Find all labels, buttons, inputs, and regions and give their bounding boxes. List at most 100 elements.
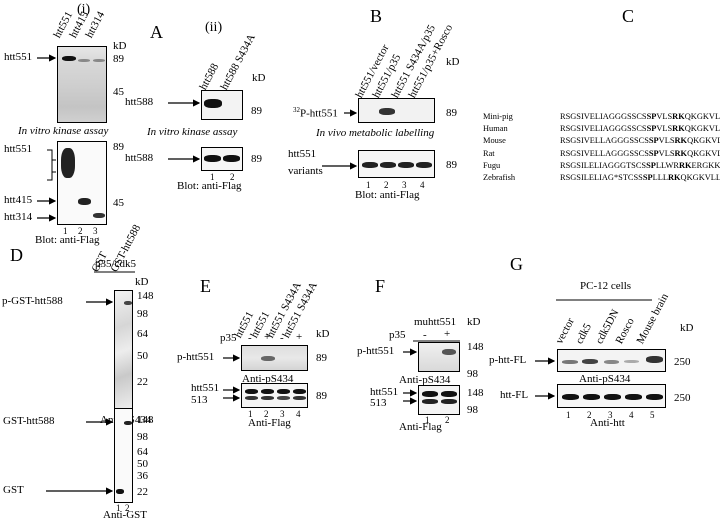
row-label-htt-fl: htt-FL bbox=[500, 389, 529, 401]
lane-number: 1 bbox=[566, 410, 571, 420]
panel-a-letter: A bbox=[150, 22, 163, 42]
kinase-assay-label-ii: In vitro kinase assay bbox=[147, 126, 238, 138]
lane-number: 3 bbox=[280, 409, 285, 419]
row-label-htt551-variants-2: variants bbox=[288, 165, 323, 177]
pc12-header: PC-12 cells bbox=[580, 280, 632, 292]
band bbox=[293, 396, 306, 400]
row-label-htt588-flag: htt588 bbox=[125, 152, 154, 164]
row-label-gst: GST bbox=[3, 484, 24, 496]
kinase-assay-label-i: In vitro kinase assay bbox=[18, 125, 109, 137]
band bbox=[422, 391, 438, 397]
kd-98: 98 bbox=[467, 404, 478, 416]
lane-number: 4 bbox=[420, 180, 425, 190]
band-p32-htt551 bbox=[379, 108, 395, 115]
sequence-row: RSGSILELIAGGGTSCSSPLLWRRKERGKKLSG bbox=[560, 160, 720, 170]
kd-label: kD bbox=[252, 72, 266, 84]
band bbox=[422, 399, 438, 404]
kd-98: 98 bbox=[467, 368, 478, 380]
p35-sign: - bbox=[280, 332, 284, 344]
row-label-p-htt551-f: p-htt551 bbox=[357, 345, 395, 357]
p35-cdk5-header: p35/cdk5 bbox=[95, 258, 136, 270]
row-label-513-f: 513 bbox=[370, 397, 387, 409]
row-label-p-htt551-e: p-htt551 bbox=[177, 351, 215, 363]
blot-g-ps434 bbox=[557, 349, 666, 372]
kd-45: 45 bbox=[113, 197, 124, 209]
species-name: Fugu bbox=[483, 160, 501, 170]
kd-89: 89 bbox=[446, 107, 457, 119]
kd-22: 22 bbox=[137, 486, 148, 498]
kd-148: 148 bbox=[137, 414, 154, 426]
band-htt415-flag bbox=[78, 198, 91, 205]
kd-64: 64 bbox=[137, 446, 148, 458]
panel-b-letter: B bbox=[370, 6, 383, 26]
sequence-row: RSGSIVELLAGGGSSCSSPVLSRKQKGKVLLG bbox=[560, 148, 720, 158]
band bbox=[624, 360, 639, 363]
kd-250: 250 bbox=[674, 392, 691, 404]
row-label-gst-htt588: GST-htt588 bbox=[3, 415, 55, 427]
sequence-row: RSGSILELIAG*STCSSSPLLLRKQKGKVLLSG bbox=[560, 173, 720, 183]
band bbox=[646, 356, 663, 363]
kd-148: 148 bbox=[467, 341, 484, 353]
kd-98: 98 bbox=[137, 431, 148, 443]
sequence-alignment: RSGSIVELIAGGGSSCSSPVLSRKQKGKVLLG RSGSIVE… bbox=[560, 111, 720, 184]
band bbox=[277, 396, 290, 400]
band bbox=[625, 394, 642, 400]
band bbox=[582, 359, 598, 364]
blot-d-gst bbox=[114, 408, 133, 503]
blot-f-flag bbox=[418, 385, 460, 415]
row-label-htt415: htt415 bbox=[4, 194, 33, 206]
band bbox=[416, 162, 432, 168]
lane-number: 4 bbox=[296, 409, 301, 419]
kd-36: 36 bbox=[137, 470, 148, 482]
band bbox=[293, 389, 306, 394]
blot-a-ii-kinase bbox=[201, 90, 243, 120]
p35-sign: - bbox=[248, 332, 252, 344]
kd-label: kD bbox=[135, 276, 149, 288]
band-htt314-flag bbox=[93, 213, 105, 218]
kd-89: 89 bbox=[316, 352, 327, 364]
kd-89: 89 bbox=[316, 390, 327, 402]
kd-45: 45 bbox=[113, 86, 124, 98]
panel-a-roman-i: (i) bbox=[77, 2, 91, 17]
band bbox=[604, 360, 619, 364]
antibody-anti-gst: Anti-GST bbox=[103, 509, 147, 521]
muhtt551-header: muhtt551 bbox=[414, 316, 457, 328]
blot-a-i-flag bbox=[57, 141, 107, 225]
panel-e-letter: E bbox=[200, 276, 211, 296]
lane-number: 2 bbox=[384, 180, 389, 190]
band bbox=[277, 389, 290, 394]
p35-sign: + bbox=[444, 328, 451, 340]
blot-f-ps434 bbox=[418, 342, 460, 372]
band bbox=[562, 360, 578, 364]
band bbox=[441, 399, 457, 404]
kd-label: kD bbox=[680, 322, 694, 334]
row-label-htt551-f: htt551 bbox=[370, 386, 399, 398]
kd-89: 89 bbox=[113, 53, 124, 65]
blot-b-flag bbox=[358, 150, 435, 178]
lane-number: 4 bbox=[629, 410, 634, 420]
metabolic-label: In vivo metabolic labelling bbox=[316, 127, 435, 139]
lane-number: 3 bbox=[608, 410, 613, 420]
band bbox=[583, 394, 600, 400]
blot-e-ps434 bbox=[241, 345, 308, 371]
htt551-bracket bbox=[47, 149, 53, 181]
row-label-htt588-kinase: htt588 bbox=[125, 96, 154, 108]
antibody-anti-htt: Anti-htt bbox=[590, 417, 625, 429]
band bbox=[261, 396, 274, 400]
blot-label-i: Blot: anti-Flag bbox=[35, 234, 100, 246]
blot-b-metabolic bbox=[358, 98, 435, 123]
lane-number: 2 bbox=[230, 172, 235, 182]
band bbox=[441, 391, 457, 397]
p35-label-f: p35 bbox=[389, 329, 406, 341]
kd-98: 98 bbox=[137, 308, 148, 320]
row-label-htt551-e: htt551 bbox=[191, 382, 220, 394]
p35-sign: + bbox=[296, 331, 303, 343]
p35-sign: - bbox=[423, 329, 427, 341]
sequence-row: RSGSIVELIAGGGSSCSSPVLSRKQKGKVLLG bbox=[560, 124, 720, 134]
species-name: Human bbox=[483, 124, 508, 134]
panel-d-letter: D bbox=[10, 245, 23, 265]
row-label-513-e: 513 bbox=[191, 394, 208, 406]
panel-a-roman-ii: (ii) bbox=[205, 20, 223, 35]
antibody-anti-ps434-f: Anti-pS434 bbox=[399, 374, 451, 386]
band bbox=[398, 162, 414, 168]
